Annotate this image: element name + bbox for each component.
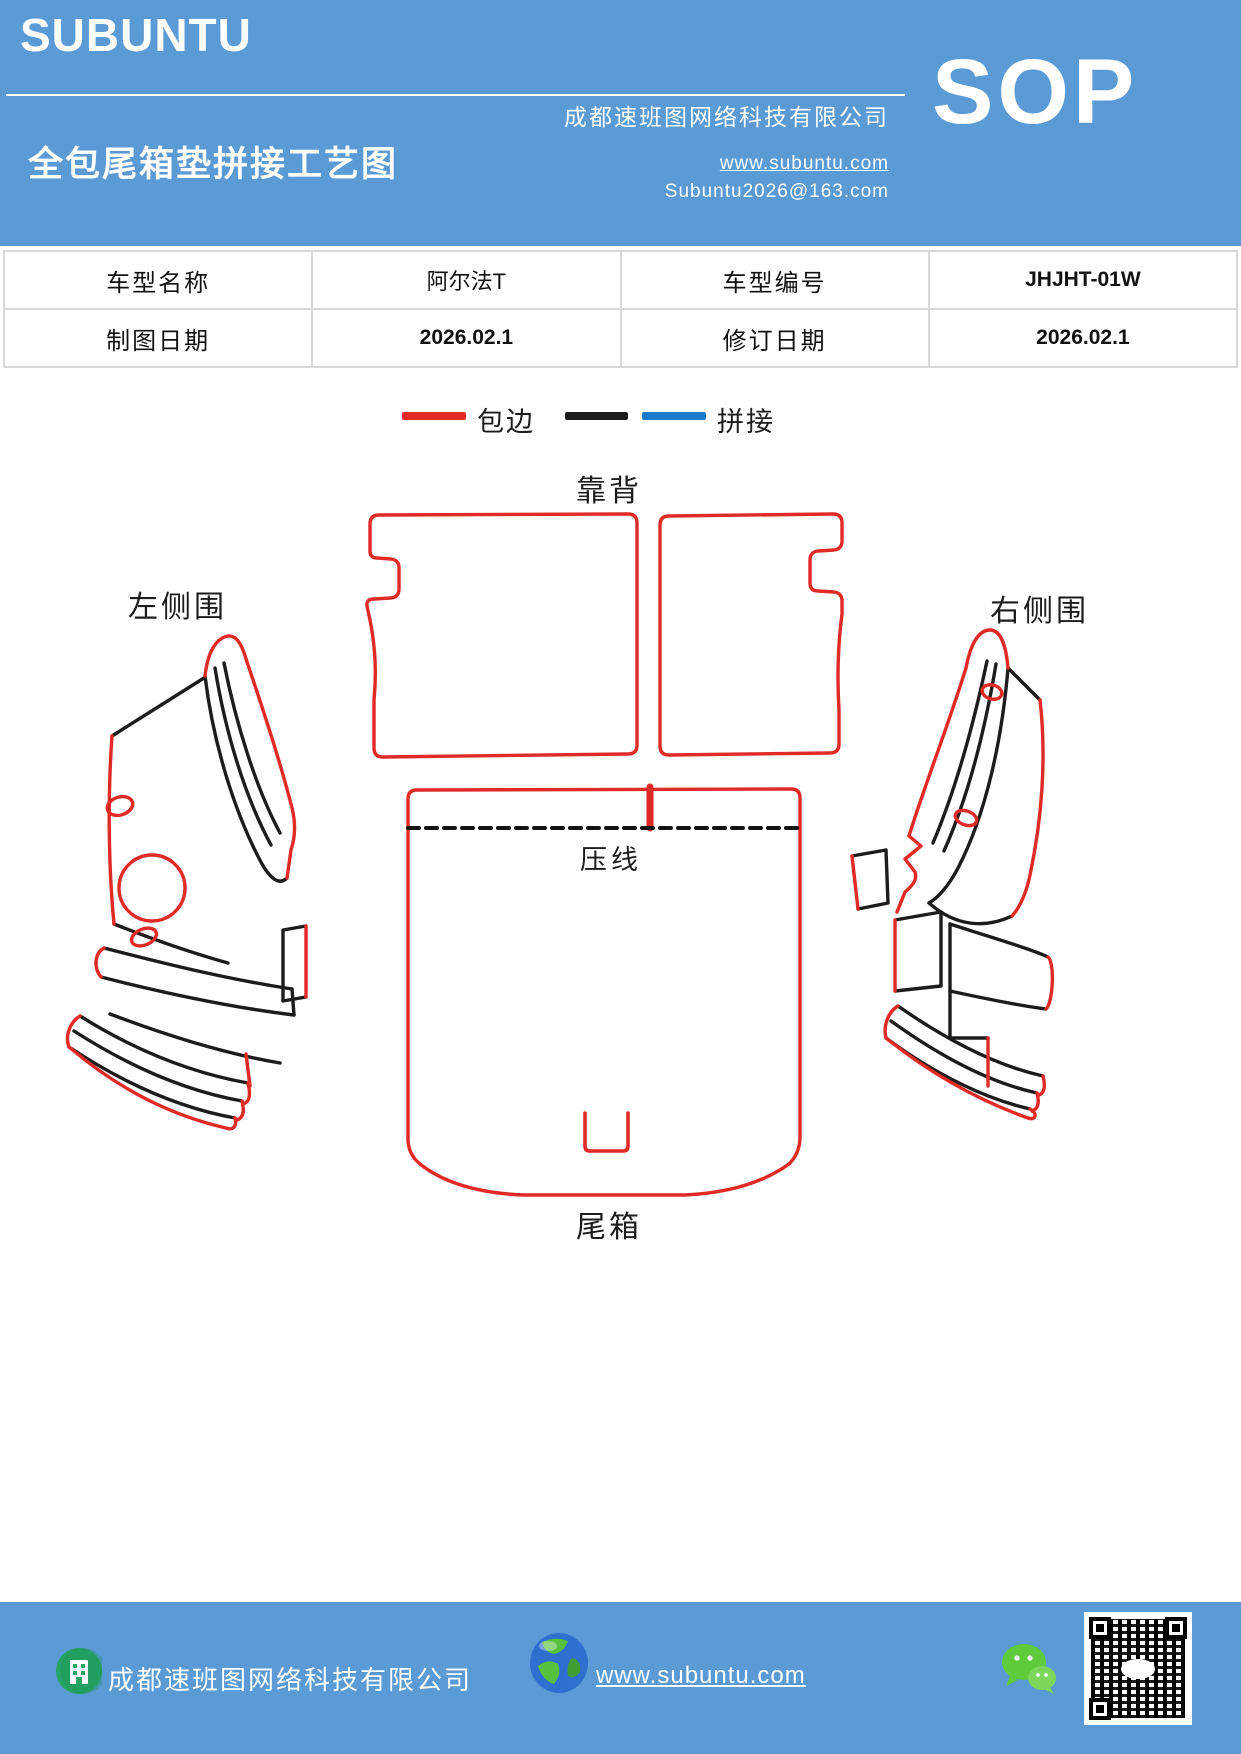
header-banner: SUBUNTU 全包尾箱垫拼接工艺图 成都速班图网络科技有限公司 www.sub…	[0, 0, 1241, 246]
backrest-right-piece	[658, 512, 844, 757]
revision-date-label: 修订日期	[619, 308, 930, 368]
trunk-u-notch	[583, 1111, 630, 1153]
right-side-piece	[850, 628, 1054, 1121]
qr-center-logo	[1121, 1658, 1155, 1679]
edge-legend-label: 包边	[477, 407, 535, 437]
footer-banner: 成都速班图网络科技有限公司 www.subuntu.com	[0, 1602, 1241, 1754]
revision-date-value: 2026.02.1	[927, 308, 1239, 368]
wechat-icon	[1002, 1644, 1056, 1694]
draw-date-value: 2026.02.1	[311, 308, 622, 368]
sop-badge: SOP	[932, 41, 1139, 143]
globe-icon	[530, 1633, 588, 1693]
building-icon	[56, 1648, 102, 1694]
vehicle-info-table: 车型名称 阿尔法T 车型编号 JHJHT-01W 制图日期 2026.02.1 …	[2, 250, 1239, 368]
left-eyelet-mid	[129, 926, 159, 948]
qr-finder-bottom-left	[1089, 1698, 1111, 1720]
model-name-label: 车型名称	[2, 250, 314, 310]
left-big-hole	[117, 853, 187, 923]
right-eyelet-top	[980, 683, 1004, 701]
press-line-label: 压线	[580, 845, 642, 875]
trunk-piece	[406, 783, 802, 1197]
left-side-label: 左侧围	[128, 591, 227, 624]
right-side-label: 右侧围	[990, 595, 1089, 628]
splice-legend-label: 拼接	[717, 407, 775, 437]
legend: 包边 拼接	[0, 398, 1241, 438]
table-row: 制图日期 2026.02.1 修订日期 2026.02.1	[2, 308, 1239, 368]
page-title: 全包尾箱垫拼接工艺图	[28, 145, 399, 184]
model-code-label: 车型编号	[619, 250, 930, 310]
header-company-name: 成都速班图网络科技有限公司	[564, 104, 889, 130]
splice-black-swatch	[565, 412, 628, 420]
header-website-link[interactable]: www.subuntu.com	[719, 153, 889, 174]
pattern-diagram	[65, 512, 1054, 1197]
qr-finder-top-left	[1089, 1617, 1111, 1639]
model-name-value: 阿尔法T	[311, 250, 622, 310]
table-row: 车型名称 阿尔法T 车型编号 JHJHT-01W	[2, 250, 1239, 310]
footer-company-name: 成都速班图网络科技有限公司	[108, 1665, 473, 1695]
splice-blue-swatch	[642, 412, 706, 420]
brand-logo-text: SUBUNTU	[20, 9, 252, 61]
draw-date-label: 制图日期	[2, 308, 314, 368]
right-eyelet-mid	[953, 808, 979, 828]
backrest-label: 靠背	[576, 475, 642, 508]
left-eyelet-top	[105, 794, 135, 818]
qr-code	[1084, 1612, 1192, 1725]
backrest-left-piece	[365, 512, 639, 759]
edge-line-swatch	[402, 412, 466, 420]
left-side-piece	[65, 634, 308, 1131]
footer-website-link[interactable]: www.subuntu.com	[596, 1662, 806, 1689]
header-email: Subuntu2026@163.com	[664, 181, 889, 202]
trunk-label: 尾箱	[576, 1211, 642, 1244]
header-divider	[6, 94, 905, 96]
qr-finder-top-right	[1165, 1617, 1187, 1639]
model-code-value: JHJHT-01W	[927, 250, 1239, 310]
